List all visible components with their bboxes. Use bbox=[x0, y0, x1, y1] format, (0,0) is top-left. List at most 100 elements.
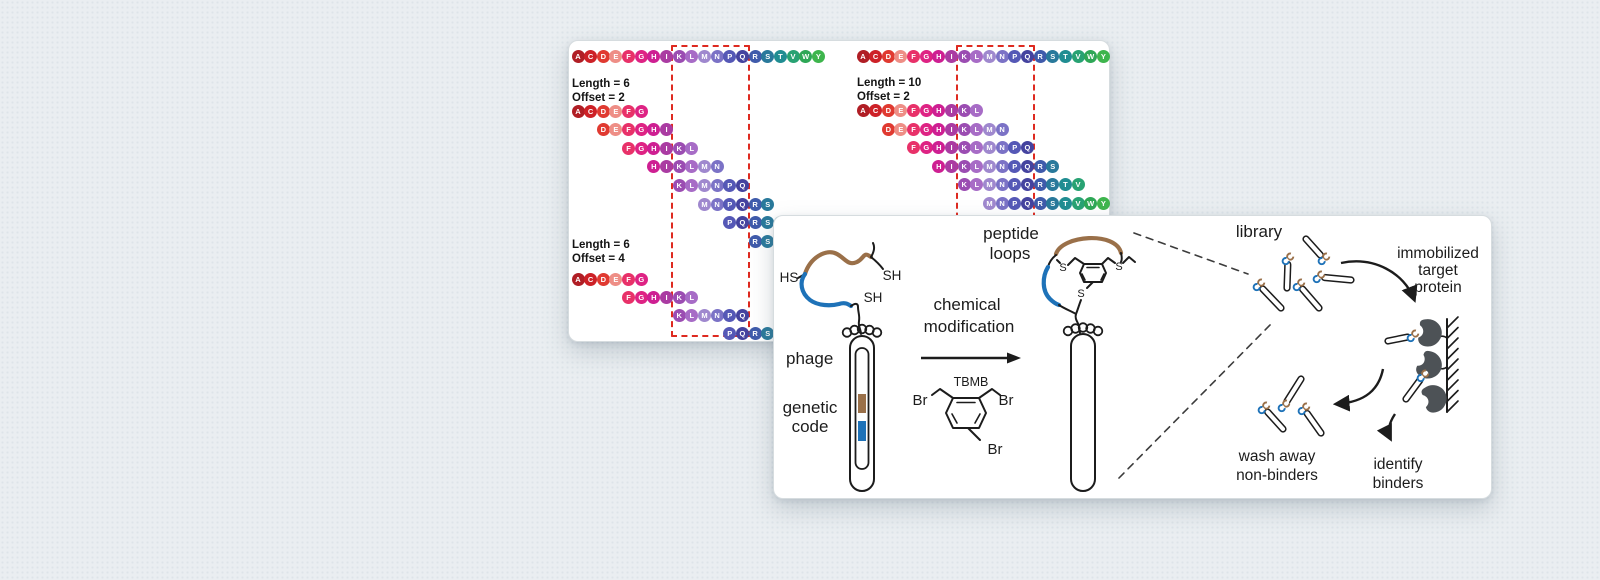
residue-circle: P bbox=[723, 197, 737, 211]
residue-circle: L bbox=[685, 49, 699, 63]
residue-circle: K bbox=[672, 49, 686, 63]
residue-circle: F bbox=[622, 141, 636, 155]
residue-circle: H bbox=[932, 122, 946, 136]
residue-circle: D bbox=[596, 272, 610, 286]
residue-circle: M bbox=[983, 49, 996, 63]
residue-circle: M bbox=[983, 122, 996, 136]
residue-circle: K bbox=[672, 290, 686, 304]
residue-circle: L bbox=[685, 141, 699, 155]
thiol-top-label: SH bbox=[883, 268, 902, 283]
residue-circle: E bbox=[609, 104, 623, 118]
residue-circle: C bbox=[869, 104, 883, 117]
residue-circle: F bbox=[622, 123, 636, 137]
immobilization-wall bbox=[1446, 316, 1459, 413]
residue-circle: H bbox=[647, 160, 661, 174]
tbmb-label: TBMB bbox=[954, 375, 989, 389]
residue-circle: K bbox=[672, 309, 686, 323]
residue-circle: N bbox=[995, 49, 1009, 63]
residue-circle: N bbox=[995, 141, 1009, 155]
residue-circle: I bbox=[945, 141, 959, 155]
thiol-mid-label: SH bbox=[864, 290, 883, 305]
residue-circle: M bbox=[983, 178, 996, 192]
residue-circle: F bbox=[622, 290, 636, 304]
phage-label: phage bbox=[786, 349, 833, 368]
residue-circle: S bbox=[761, 234, 775, 248]
residue-circle: I bbox=[945, 159, 959, 173]
windowing-params-label: Length = 10 Offset = 2 bbox=[857, 77, 922, 103]
residue-circle: E bbox=[894, 104, 908, 117]
residue-circle: N bbox=[710, 160, 724, 174]
residue-circle: D bbox=[596, 104, 610, 118]
residue-circle: Q bbox=[735, 216, 749, 230]
residue-circle: G bbox=[919, 104, 933, 117]
residue-circle: L bbox=[970, 49, 984, 63]
residue-circle: L bbox=[685, 309, 699, 323]
chemical-modification-label-2: modification bbox=[924, 317, 1015, 336]
residue-circle: M bbox=[698, 49, 711, 63]
phage-particle-icon bbox=[1281, 252, 1295, 292]
residue-circle: N bbox=[995, 178, 1009, 192]
zoom-dash-upper bbox=[1133, 232, 1249, 275]
residue-circle: S bbox=[1046, 49, 1060, 63]
residue-circle: H bbox=[932, 104, 946, 117]
peptide-brown-segment bbox=[802, 250, 874, 277]
residue-circle: E bbox=[894, 49, 908, 63]
residue-window-box bbox=[671, 45, 751, 337]
residue-circle: D bbox=[881, 122, 895, 136]
residue-circle: S bbox=[1046, 178, 1060, 192]
peptide-loops-label-2: loops bbox=[990, 244, 1031, 263]
residue-circle: L bbox=[970, 159, 984, 173]
residue-circle: C bbox=[869, 49, 883, 63]
residue-circle: N bbox=[710, 49, 724, 63]
windowing-params-label: Length = 6 Offset = 2 bbox=[572, 78, 630, 104]
residue-circle: F bbox=[622, 272, 636, 286]
sulfur-bottom-label: S bbox=[1077, 288, 1084, 300]
residue-circle: D bbox=[881, 104, 895, 117]
residue-circle: G bbox=[634, 104, 648, 118]
residue-circle: V bbox=[1071, 197, 1085, 210]
residue-circle: N bbox=[995, 197, 1009, 210]
residue-circle: C bbox=[584, 272, 598, 286]
residue-circle: A bbox=[856, 49, 870, 63]
residue-circle: S bbox=[761, 327, 775, 341]
residue-circle: M bbox=[983, 141, 996, 155]
residue-circle: G bbox=[919, 141, 933, 155]
residue-circle: S bbox=[761, 216, 775, 230]
residue-circle: V bbox=[1071, 49, 1085, 63]
peptide-loops-label-1: peptide bbox=[983, 224, 1039, 243]
residue-circle: K bbox=[957, 104, 971, 117]
residue-circle: F bbox=[622, 49, 636, 63]
residue-circle: H bbox=[647, 290, 661, 304]
residue-circle: W bbox=[1084, 197, 1098, 210]
phage-particle-icon bbox=[1302, 235, 1331, 266]
chemical-modification-label-1: chemical bbox=[933, 295, 1000, 314]
residue-circle: Q bbox=[735, 309, 749, 323]
residue-circle: S bbox=[761, 49, 775, 63]
residue-circle: N bbox=[710, 197, 724, 211]
arrow-to-target bbox=[1340, 260, 1418, 303]
phage-particle-icon bbox=[1277, 375, 1305, 413]
residue-circle: R bbox=[748, 197, 762, 211]
phage-particle-icon bbox=[1292, 278, 1323, 312]
target-proteins bbox=[1416, 319, 1448, 413]
residue-circle: L bbox=[970, 141, 984, 155]
residue-circle: G bbox=[634, 123, 648, 137]
residue-circle: T bbox=[1058, 178, 1072, 192]
genetic-code-label-2: code bbox=[792, 417, 829, 436]
residue-circle: K bbox=[672, 178, 686, 192]
residue-circle: A bbox=[571, 104, 585, 118]
residue-circle: Q bbox=[1020, 178, 1034, 192]
residue-circle: K bbox=[957, 159, 971, 173]
immobilized-label-2: target bbox=[1418, 262, 1458, 279]
bromine-right-label: Br bbox=[999, 392, 1014, 409]
residue-circle: F bbox=[907, 122, 921, 136]
residue-circle: W bbox=[799, 49, 813, 63]
genetic-code-blue-segment bbox=[858, 421, 866, 441]
residue-circle: L bbox=[970, 178, 984, 192]
residue-circle: T bbox=[1058, 49, 1072, 63]
residue-circle: V bbox=[1071, 178, 1085, 192]
peptide-blue-segment bbox=[799, 271, 854, 309]
residue-circle: K bbox=[672, 141, 686, 155]
phage-drawing bbox=[797, 242, 884, 492]
residue-circle: W bbox=[1084, 49, 1098, 63]
